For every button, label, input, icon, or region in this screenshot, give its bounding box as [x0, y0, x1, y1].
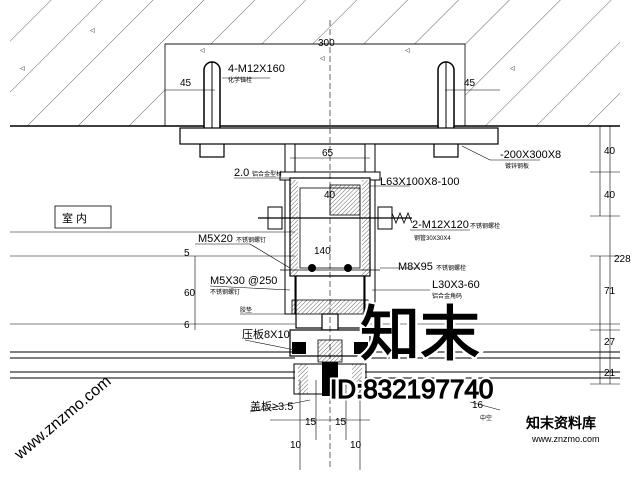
dim-16: 16	[472, 400, 484, 411]
label-m8x95: M8X95	[398, 261, 433, 273]
watermark-brand-outline: 知末	[360, 300, 480, 370]
dim-60: 60	[184, 288, 196, 299]
watermark-diag-url: www.znzmo.com	[11, 373, 115, 464]
watermark-site-url: www.znzmo.com	[531, 434, 600, 444]
note-glass: 中空	[480, 414, 492, 422]
dim-71: 71	[604, 286, 616, 297]
note-l30: 铝合金角码	[432, 292, 462, 300]
concrete-slab: ◁ ◁ ◁ ◁ ◁ ◁	[10, 0, 620, 127]
label-pad: 胶垫	[240, 306, 252, 314]
svg-text:◁: ◁	[90, 28, 95, 34]
dim-6: 6	[184, 320, 190, 331]
label-m5x30: M5X30 @250	[210, 275, 277, 287]
dim-65: 65	[322, 148, 334, 159]
label-bolt-m12: 2-M12X120	[412, 219, 469, 231]
note-m5x20: 不锈钢螺钉	[236, 236, 266, 244]
dim-21: 21	[604, 368, 616, 379]
watermark-id: ID:832197740	[330, 374, 493, 404]
dim-15-right: 15	[335, 417, 347, 428]
dim-10-right: 10	[350, 440, 362, 451]
dim-300: 300	[318, 38, 335, 49]
dim-10-left: 10	[290, 440, 302, 451]
dim-5: 5	[184, 248, 190, 259]
label-gasket: 压板8X10	[242, 327, 290, 341]
label-thickness: 2.0	[234, 167, 249, 179]
svg-text:◁: ◁	[510, 66, 515, 72]
svg-text:◁: ◁	[320, 56, 325, 62]
dim-228: 228	[614, 254, 631, 265]
dim-45-right: 45	[464, 78, 476, 89]
leader-lines	[195, 77, 540, 413]
svg-text:◁: ◁	[20, 66, 25, 72]
watermark-id-outline: ID:832197740	[330, 374, 493, 404]
label-m5x20: M5X20	[198, 233, 233, 245]
dim-15-left: 15	[305, 417, 317, 428]
through-bolt	[258, 206, 413, 230]
note-bolt-m12: 不锈钢螺栓	[470, 222, 500, 230]
note-plate: 镀锌钢板	[505, 162, 529, 170]
note-thickness: 铝合金型材	[252, 170, 282, 178]
embedded-plate	[179, 127, 499, 145]
dimension-lines	[165, 20, 620, 470]
watermark-site-cn: 知末资料库	[526, 415, 596, 432]
dim-40-right-b: 40	[604, 190, 616, 201]
svg-text:◁: ◁	[405, 48, 410, 54]
label-pipe: 钢管30X30X4	[414, 234, 451, 242]
dim-27: 27	[604, 337, 616, 348]
glazing-lines	[10, 231, 620, 379]
note-m5x30: 不锈钢螺钉	[210, 288, 240, 296]
dim-40-right-a: 40	[604, 146, 616, 157]
dim-40-mid: 40	[324, 190, 336, 201]
room-label-box	[54, 205, 112, 229]
label-plate: -200X300X8	[500, 149, 561, 161]
label-angle: L63X100X8-100	[380, 176, 460, 188]
label-cover: 盖板≥3.5	[250, 399, 293, 413]
watermark-brand: 知末	[360, 300, 480, 370]
annotations: 300 45 45 4-M12X160 化学锚栓 -200X300X8 镀锌钢板…	[62, 38, 631, 451]
dim-140: 140	[314, 246, 331, 257]
note-anchor-bolts: 化学锚栓	[228, 76, 252, 84]
label-anchor-bolts: 4-M12X160	[228, 63, 285, 75]
note-m8x95: 不锈钢螺栓	[436, 264, 466, 272]
svg-text:◁: ◁	[200, 48, 205, 54]
label-l30: L30X3-60	[432, 279, 480, 291]
label-room: 室 内	[62, 211, 87, 225]
dim-45-left: 45	[180, 78, 192, 89]
